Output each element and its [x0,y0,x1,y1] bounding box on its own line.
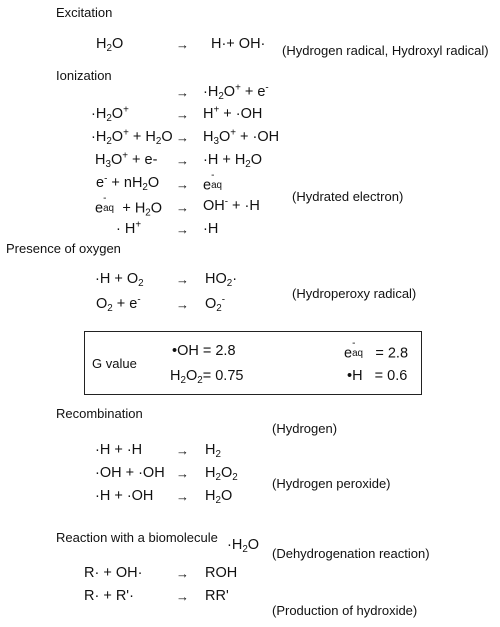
arrow: → [176,566,189,581]
arrow: → [176,489,189,504]
biomolecule-products-2: RR' [205,588,229,604]
section-excitation: Excitation [56,5,113,20]
oxygen-reactant-2: O2 + e- [96,294,141,314]
arrow: → [176,37,189,52]
arrow: → [176,130,189,145]
ionization-reactant-3: ·H2O+ + H2O [91,127,173,147]
ionization-products-6: OH- + ·H [203,196,260,214]
g-value-box [84,331,422,395]
ionization-reactant-6: e-aq + H2O [95,192,163,219]
g-value-h2o2: H2O2= 0.75 [170,368,244,386]
g-value-h2o2-number: 0.75 [215,368,244,384]
arrow: → [176,589,189,604]
biomolecule-water: ·H2O [227,537,260,555]
ionization-products-3: H3O+ + ·OH [203,127,280,147]
ionization-reactant-5: e- + nH2O [96,173,160,193]
ionization-reactant-4: H3O+ + e- [95,150,158,170]
arrow: → [176,297,189,312]
ionization-products-4: ·H + H2O [203,152,263,170]
biomolecule-products-1: ROH [205,565,238,581]
ionization-products-1: ·H2O+ + e- [203,82,269,102]
biomolecule-reactant-2: R· + R'· [84,588,134,604]
oxygen-products-1: HO2· [205,271,238,289]
note-hydroxide: (Production of hydroxide) [272,603,418,618]
section-recombination: Recombination [56,406,143,421]
section-ionization: Ionization [56,68,112,83]
note-hydrogen-peroxide: (Hydrogen peroxide) [272,476,391,491]
ionization-products-7: ·H [203,221,219,237]
recombination-reactant-3: ·H + ·OH [95,488,154,504]
g-value-eaq-number: 2.8 [387,345,409,362]
g-value-h-number: 0.6 [387,368,408,384]
ionization-reactant-7: · H+ [116,219,142,237]
arrow: → [176,107,189,122]
arrow: → [176,177,189,192]
recombination-products-2: H2O2 [205,465,238,483]
recombination-reactant-1: ·H + ·H [95,442,143,458]
g-value-h: •H = 0.6 [347,368,408,384]
section-biomolecule: Reaction with a biomolecule [56,530,218,545]
excitation-products: H·+ OH· [211,36,266,52]
note-excitation: (Hydrogen radical, Hydroxyl radical) [282,43,489,58]
note-hydroperoxy: (Hydroperoxy radical) [292,286,417,301]
g-value-oh: •OH = 2.8 [172,343,236,359]
ionization-products-5: e-aq [203,169,223,194]
note-dehydrogenation: (Dehydrogenation reaction) [272,546,430,561]
oxygen-products-2: O2- [205,294,226,314]
arrow: → [176,443,189,458]
arrow: → [176,85,189,100]
arrow: → [176,200,189,215]
section-oxygen: Presence of oxygen [6,241,121,256]
oxygen-reactant-1: ·H + O2 [95,271,144,289]
note-hydrogen: (Hydrogen) [272,421,338,436]
g-value-eaq: e-aq = 2.8 [344,337,409,362]
excitation-reactant: H2O [96,36,124,54]
ionization-reactant-2: ·H2O+ [91,104,129,124]
arrow: → [176,272,189,287]
recombination-products-3: H2O [205,488,233,506]
recombination-reactant-2: ·OH + ·OH [95,465,165,481]
g-value-oh-number: 2.8 [215,343,236,359]
arrow: → [176,153,189,168]
note-hydrated-electron: (Hydrated electron) [292,189,404,204]
g-value-label: G value [92,356,137,371]
arrow: → [176,466,189,481]
ionization-products-2: H+ + ·OH [203,104,263,122]
recombination-products-1: H2 [205,442,221,460]
biomolecule-reactant-1: R· + OH· [84,565,143,581]
arrow: → [176,222,189,237]
